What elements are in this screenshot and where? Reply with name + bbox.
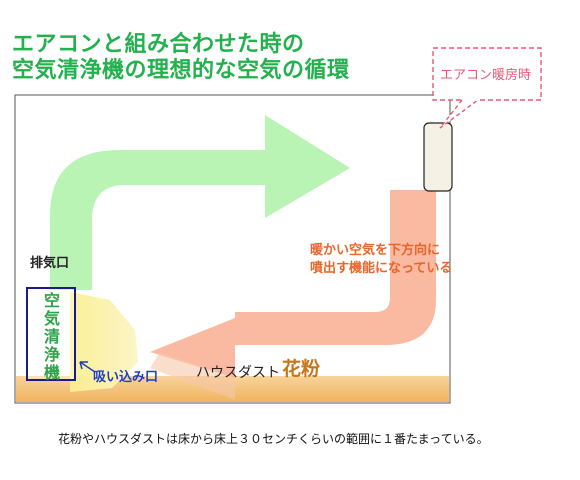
green-airflow-arrow (50, 115, 350, 290)
exhaust-label: 排気口 (30, 256, 70, 271)
warm-arrow-tail-fade (150, 352, 235, 400)
callout-pointer (439, 99, 479, 129)
warm-airflow-arrow (150, 190, 436, 378)
intake-label: 吸い込み口 (93, 370, 159, 385)
warm-air-description: 暖かい空気を下方向に 噴出す機能になっている (310, 242, 452, 278)
pollen-label: 花粉 (282, 358, 321, 380)
callout-label: エアコン暖房時 (440, 68, 532, 83)
air-purifier-box (26, 287, 76, 381)
title-line-2: 空気清浄機の理想的な空気の循環 (12, 58, 350, 83)
purifier-label: 空気清浄機 (43, 291, 60, 382)
house-dust-label: ハウスダスト (196, 365, 280, 381)
title-line-1: エアコンと組み合わせた時の (12, 32, 305, 57)
intake-arrow (79, 361, 96, 373)
callout-box (432, 47, 542, 101)
intake-arrowhead (79, 361, 88, 370)
air-conditioner-unit (423, 122, 453, 192)
warm-air-line-1: 暖かい空気を下方向に (310, 243, 441, 258)
footnote: 花粉やハウスダストは床から床上３０センチくらいの範囲に１番たまっている。 (58, 432, 489, 446)
warm-air-line-2: 噴出す機能になっている (310, 261, 453, 276)
